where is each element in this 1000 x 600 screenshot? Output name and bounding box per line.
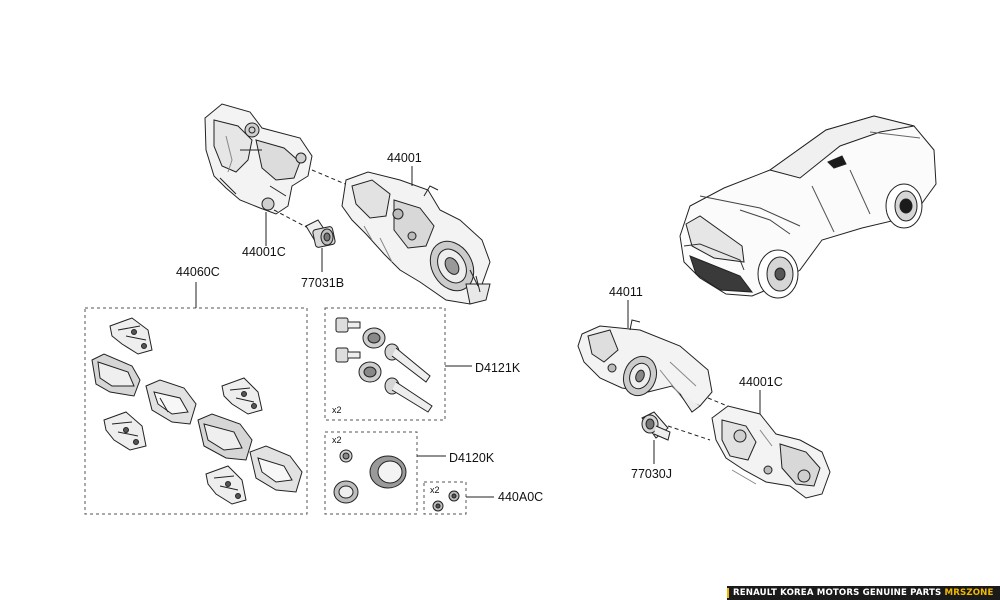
caliper-bracket-top[interactable] (204, 103, 313, 215)
bolt-77030j[interactable] (641, 411, 671, 441)
qty-cap-kit: x2 (430, 485, 440, 495)
label-440a0c[interactable]: 440A0C (498, 490, 544, 504)
label-44060c[interactable]: 44060C (176, 265, 220, 279)
guide-pin-1[interactable] (384, 343, 431, 383)
label-77031b[interactable]: 77031B (301, 276, 345, 290)
qty-seal-kit: x2 (332, 435, 342, 445)
label-d4121k[interactable]: D4121K (475, 361, 521, 375)
brake-pad-3[interactable] (197, 413, 253, 461)
caliper-44001[interactable] (341, 171, 491, 305)
label-44001c-top[interactable]: 44001C (242, 245, 286, 259)
piston-boot[interactable] (333, 480, 359, 504)
dust-cap-1[interactable] (448, 490, 460, 502)
label-44011[interactable]: 44011 (609, 285, 643, 299)
pad-clip-4[interactable] (205, 465, 247, 505)
label-44001[interactable]: 44001 (387, 151, 422, 165)
pad-clip-1[interactable] (109, 317, 153, 355)
caliper-44011[interactable] (577, 319, 713, 413)
qty-pin-kit: x2 (332, 405, 342, 415)
footer-site-text: MRSZONE (944, 588, 994, 598)
pad-clip-3[interactable] (103, 411, 147, 451)
brake-pad-2[interactable] (145, 379, 197, 425)
label-77030j[interactable]: 77030J (631, 467, 673, 481)
caliper-bracket-right[interactable] (711, 405, 831, 499)
guide-pin-2[interactable] (384, 377, 433, 413)
piston-seal-ring[interactable] (369, 455, 407, 489)
label-d4120k[interactable]: D4120K (449, 451, 495, 465)
brake-pad-4[interactable] (249, 445, 303, 493)
label-44001c-right[interactable]: 44001C (739, 375, 783, 389)
footer-accent-bar (727, 588, 729, 598)
footer-brand-text: RENAULT KOREA MOTORS GENUINE PARTS (733, 588, 945, 598)
bolt-77031b[interactable] (305, 219, 336, 248)
rubber-boot-2[interactable] (358, 361, 382, 383)
footer-watermark: RENAULT KOREA MOTORS GENUINE PARTS MRSZO… (727, 586, 1000, 600)
guide-bolt-2[interactable] (335, 347, 361, 363)
car-illustration (679, 115, 937, 299)
dust-cap-2[interactable] (432, 500, 444, 512)
rubber-boot-1[interactable] (362, 327, 386, 349)
brake-pad-1[interactable] (91, 353, 141, 397)
guide-bolt-1[interactable] (335, 317, 361, 333)
piston-seal-small[interactable] (339, 449, 353, 463)
pad-clip-2[interactable] (221, 377, 263, 415)
